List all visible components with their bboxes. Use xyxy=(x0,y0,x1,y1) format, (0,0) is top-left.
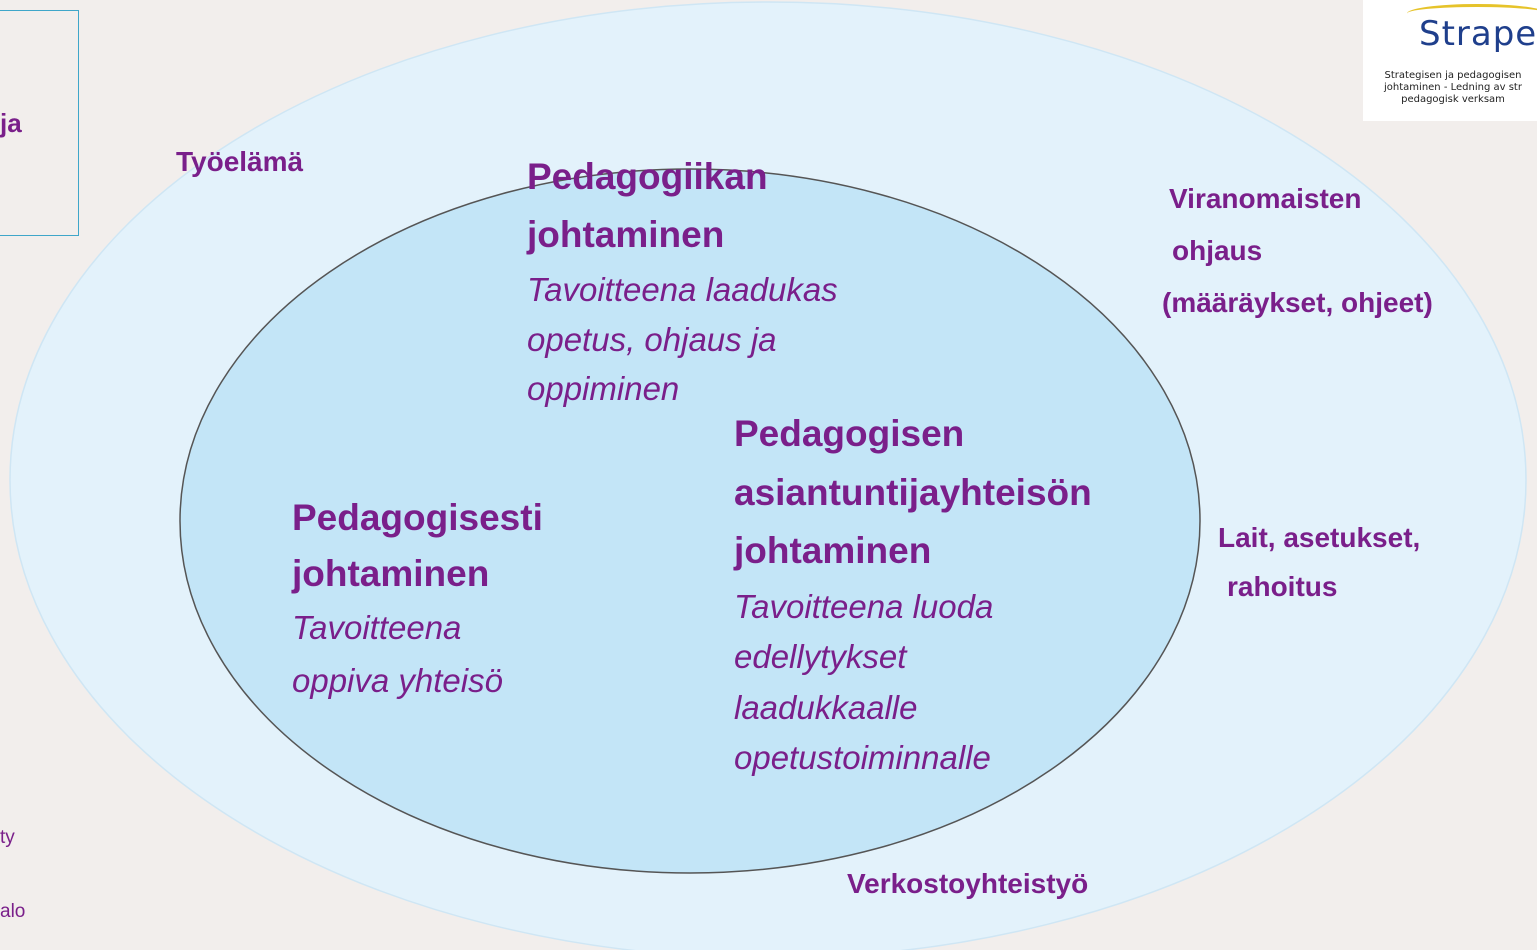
asiantuntija-sub-1: Tavoitteena luoda xyxy=(734,588,994,625)
asiantuntija-heading-3: johtaminen xyxy=(734,530,932,571)
left-edge-text-2: alo xyxy=(0,901,26,922)
logo-arc xyxy=(1407,4,1537,23)
pedagogiikan-heading-2: johtaminen xyxy=(527,214,725,255)
logo-subtitle: Strategisen ja pedagogisen johtaminen - … xyxy=(1384,70,1522,105)
left-box-text: ja xyxy=(0,108,22,138)
label-viranomaisten-1: Viranomaisten xyxy=(1169,183,1362,214)
pedagogisesti-heading-1: Pedagogisesti xyxy=(292,497,543,538)
asiantuntija-heading-2: asiantuntijayhteisön xyxy=(734,472,1092,513)
asiantuntija-sub-2: edellytykset xyxy=(734,638,907,675)
label-viranomaisten-2: ohjaus xyxy=(1172,235,1263,266)
pedagogisesti-sub-2: oppiva yhteisö xyxy=(292,662,503,699)
pedagogiikan-sub-3: oppiminen xyxy=(527,370,680,407)
asiantuntija-sub-3: laadukkaalle xyxy=(734,689,918,726)
label-viranomaisten-3: (määräykset, ohjeet) xyxy=(1162,287,1433,318)
pedagogisesti-sub-1: Tavoitteena xyxy=(292,609,462,646)
pedagogiikan-sub-2: opetus, ohjaus ja xyxy=(527,321,777,358)
left-edge-text-1: ty xyxy=(0,827,15,848)
pedagogiikan-sub-1: Tavoitteena laadukas xyxy=(527,271,838,308)
left-partial-box: ja xyxy=(0,10,79,236)
asiantuntija-heading-1: Pedagogisen xyxy=(734,413,965,454)
asiantuntija-sub-4: opetustoiminnalle xyxy=(734,739,991,776)
pedagogisesti-heading-2: johtaminen xyxy=(292,553,490,594)
label-tyoelama: Työelämä xyxy=(176,146,304,177)
logo-title: Strapet xyxy=(1419,14,1537,54)
strapet-logo: Strapet Strategisen ja pedagogisen johta… xyxy=(1363,0,1537,121)
pedagogiikan-heading-1: Pedagogiikan xyxy=(527,156,768,197)
label-lait-2: rahoitus xyxy=(1227,571,1338,602)
label-lait-1: Lait, asetukset, xyxy=(1218,522,1421,553)
label-verkostoyhteistyo: Verkostoyhteistyö xyxy=(847,868,1089,899)
inner-ellipse xyxy=(179,168,1201,874)
